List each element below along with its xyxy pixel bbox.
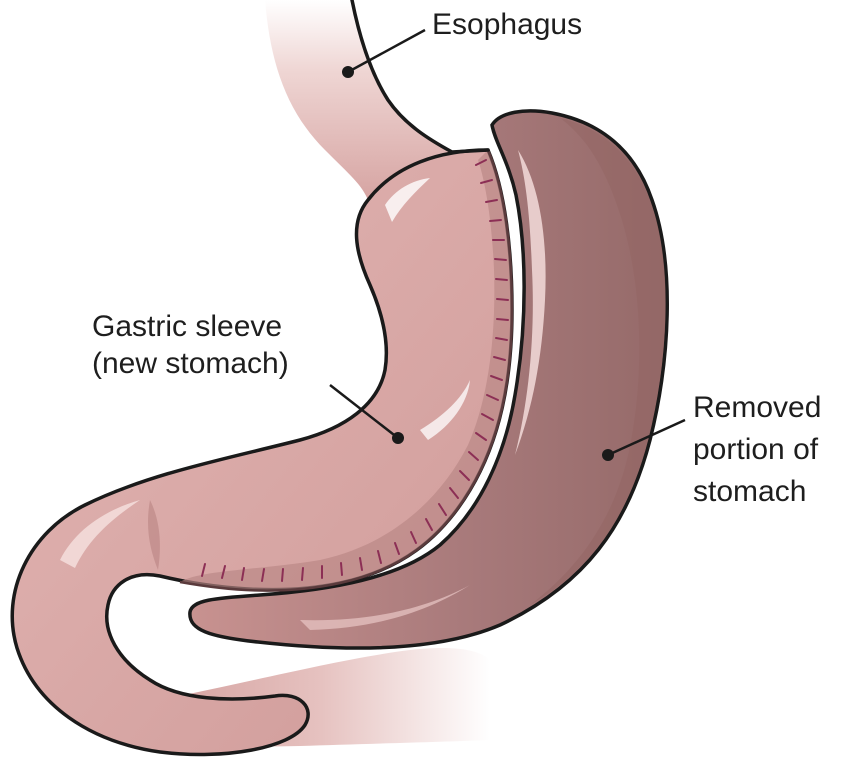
- label-gastric-sleeve: Gastric sleeve (new stomach): [92, 308, 289, 382]
- label-removed-line1: Removed: [693, 387, 821, 429]
- label-gastric-sleeve-line1: Gastric sleeve: [92, 308, 289, 345]
- label-removed-line2: portion of: [693, 429, 821, 471]
- label-removed-portion: Removed portion of stomach: [693, 387, 821, 513]
- label-esophagus: Esophagus: [432, 6, 582, 43]
- label-removed-line3: stomach: [693, 471, 821, 513]
- label-gastric-sleeve-line2: (new stomach): [92, 345, 289, 382]
- label-esophagus-text: Esophagus: [432, 6, 582, 43]
